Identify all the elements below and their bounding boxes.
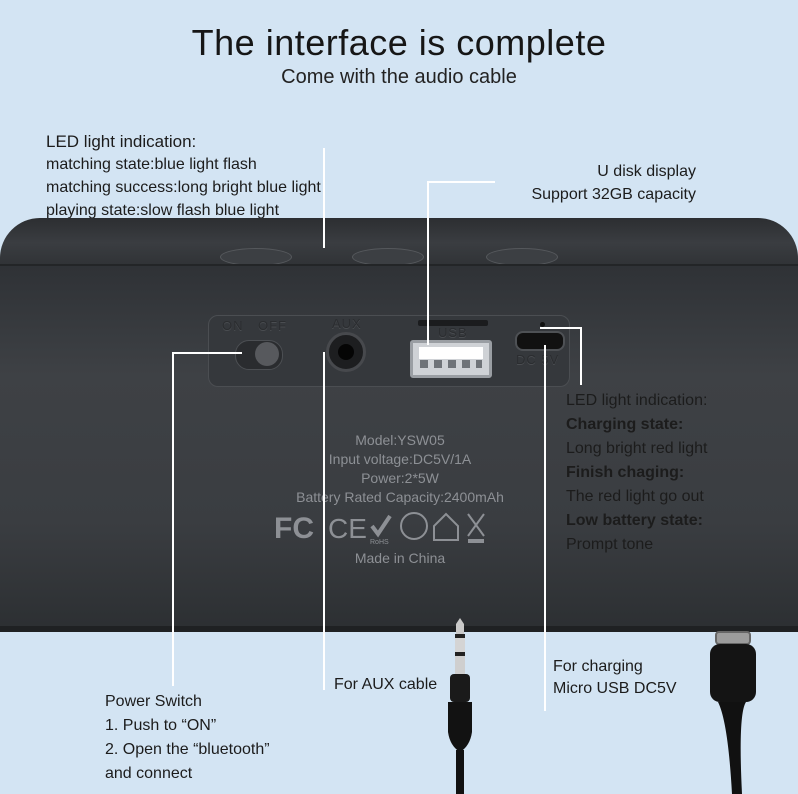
spec-battery: Battery Rated Capacity:2400mAh [296, 489, 504, 505]
dc-label: DC 5V [516, 352, 560, 367]
certification-icons: FC CE RoHS [274, 512, 485, 546]
rohs-check-icon [370, 514, 392, 538]
rohs-text: RoHS [370, 539, 389, 546]
usb-port [410, 340, 492, 378]
charging-led-heading: LED light indication: [566, 392, 708, 409]
finish-state-desc: The red light go out [566, 488, 704, 505]
charging-note: For charging Micro USB DC5V [553, 656, 677, 700]
pointer-switch-horizontal [172, 352, 242, 354]
power-switch-heading: Power Switch [105, 693, 202, 710]
charging-led [540, 322, 545, 327]
switch-on-label: ON [222, 318, 244, 333]
page-title: The interface is complete [191, 22, 607, 63]
pointer-udisk-horizontal [427, 181, 495, 183]
aux-label: AUX [332, 316, 362, 331]
recycle-icon [400, 512, 428, 540]
spec-power: Power:2*5W [361, 470, 439, 486]
weee-bin-icon [467, 513, 485, 537]
speaker-bottom-edge [0, 626, 798, 632]
power-switch-step1: 1. Push to “ON” [105, 717, 217, 734]
usb-label: USB [438, 325, 468, 340]
pointer-led-top [323, 148, 325, 248]
page-subtitle: Come with the audio cable [281, 66, 517, 88]
switch-off-label: OFF [258, 318, 287, 333]
usb-port-pins [420, 360, 482, 368]
aux-cable-icon [448, 618, 472, 794]
spec-origin: Made in China [354, 550, 446, 566]
ce-mark-icon: CE [328, 513, 367, 544]
led-line-playing: playing state:slow flash blue light [46, 202, 280, 219]
micro-usb-cable-icon [710, 631, 756, 794]
power-switch-note: Power Switch 1. Push to “ON” 2. Open the… [105, 690, 270, 786]
pointer-led-right-vertical [580, 327, 582, 385]
fc-mark-icon: FC [274, 512, 314, 545]
charging-note-line1: For charging [553, 658, 643, 675]
charging-state-label: Charging state: [566, 416, 684, 433]
finish-state-label: Finish chaging: [566, 464, 685, 481]
led-line-matching: matching state:blue light flash [46, 156, 257, 173]
led-indication-note: LED light indication: matching state:blu… [46, 130, 321, 222]
charging-state-desc: Long bright red light [566, 440, 708, 457]
charging-led-note: LED light indication: Charging state: Lo… [566, 389, 707, 557]
power-switch-step3: and connect [105, 765, 193, 782]
udisk-line2: Support 32GB capacity [531, 186, 696, 203]
pointer-aux-vertical [323, 352, 325, 690]
usb-port-tongue [419, 347, 483, 359]
led-indication-heading: LED light indication: [46, 132, 197, 151]
aux-cable-note: For AUX cable [334, 676, 438, 693]
pointer-udisk-vertical [427, 181, 429, 345]
pointer-dc-vertical [544, 345, 546, 711]
led-line-success: matching success:long bright blue light [46, 179, 321, 196]
usb-slot-top [418, 320, 488, 326]
power-switch-step2: 2. Open the “bluetooth” [105, 741, 270, 758]
power-switch-knob [255, 342, 279, 366]
pointer-led-right-horizontal [540, 327, 582, 329]
udisk-note: U disk display Support 32GB capacity [502, 160, 696, 206]
spec-model: Model:YSW05 [355, 432, 445, 448]
udisk-line1: U disk display [597, 163, 696, 180]
spec-input: Input voltage:DC5V/1A [328, 451, 472, 467]
low-battery-label: Low battery state: [566, 512, 703, 529]
aux-jack-hole [338, 344, 354, 360]
pointer-switch-vertical [172, 352, 174, 686]
charging-note-line2: Micro USB DC5V [553, 680, 677, 697]
low-battery-desc: Prompt tone [566, 536, 654, 553]
micro-usb-port [515, 331, 565, 351]
home-icon [433, 512, 459, 541]
